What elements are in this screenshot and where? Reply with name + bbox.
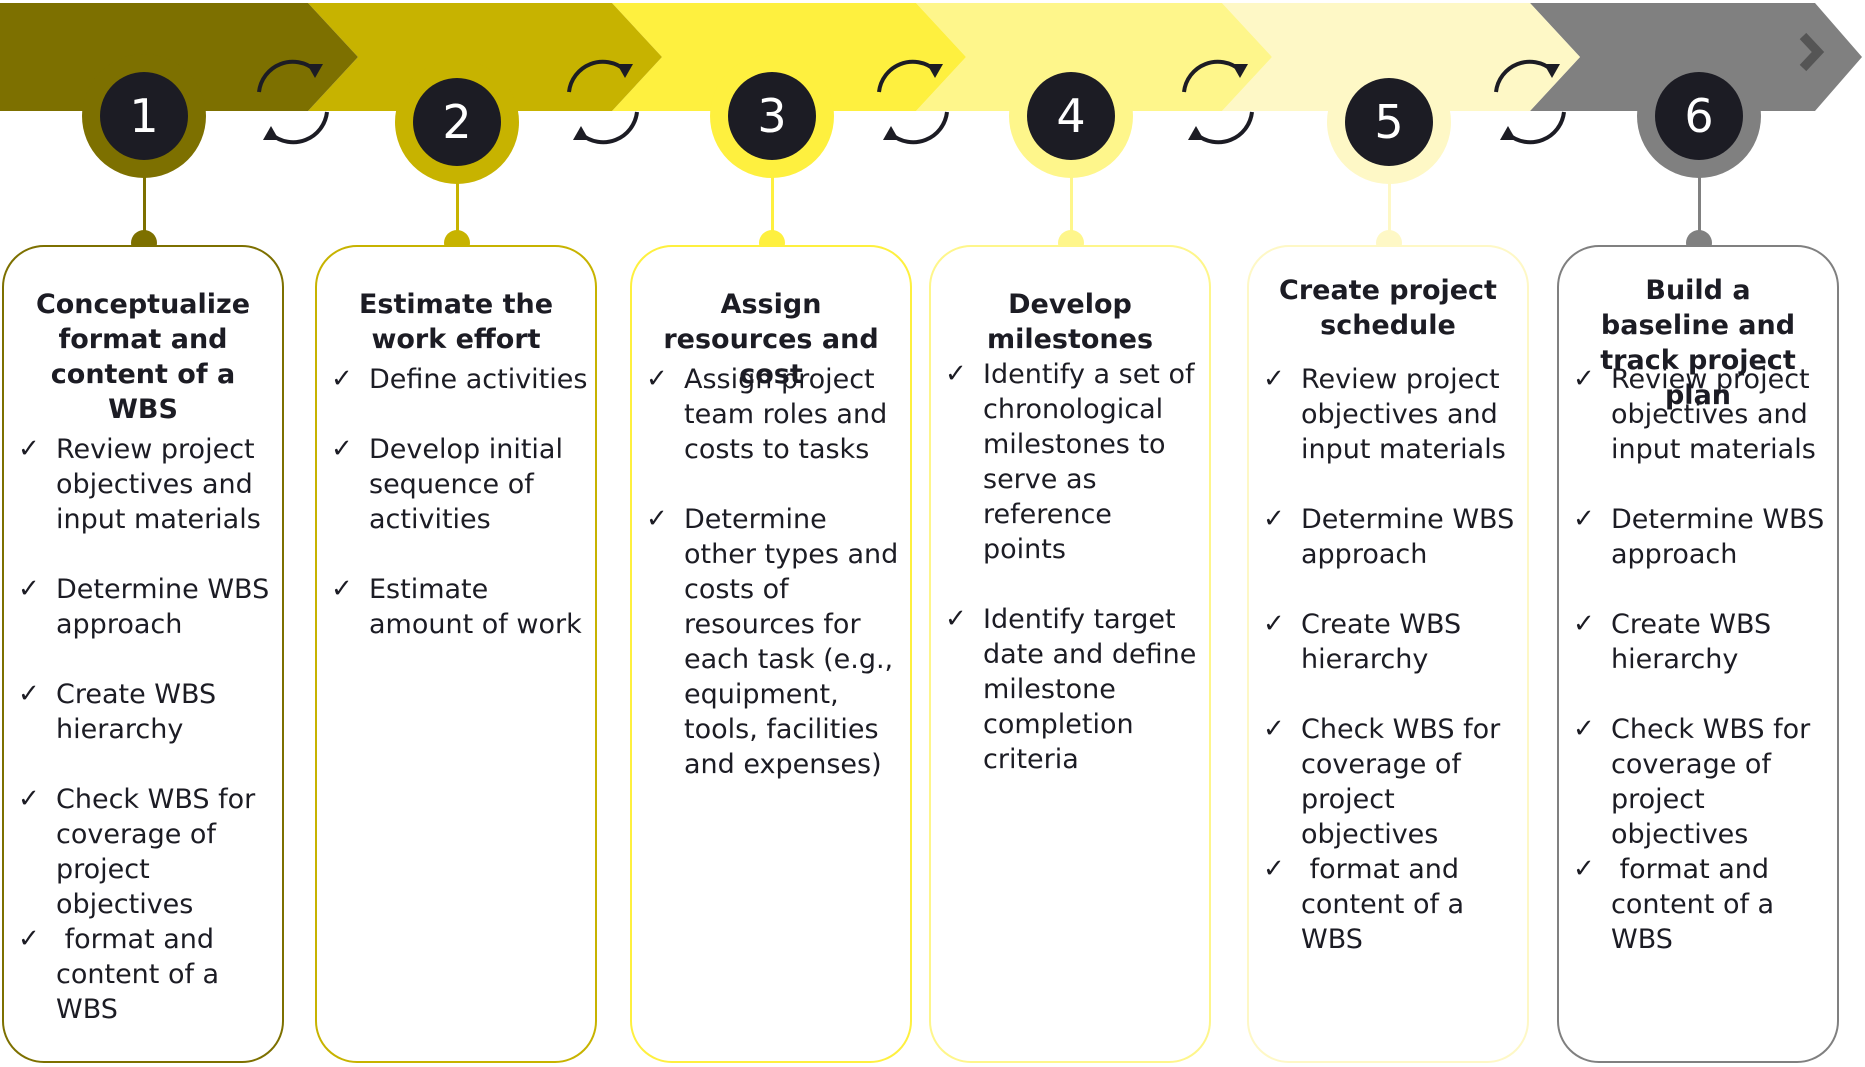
step-1: 1 Conceptualize format and content of a … bbox=[0, 0, 288, 1067]
list-item: ✓Define activities bbox=[331, 364, 588, 395]
list-item: ✓Create WBS hierarchy bbox=[1573, 609, 1772, 675]
step-card: Build a baseline and track project plan … bbox=[1557, 245, 1839, 1063]
step-ring: 2 bbox=[395, 60, 519, 184]
step-number: 6 bbox=[1655, 72, 1743, 160]
step-ring: 4 bbox=[1009, 54, 1133, 178]
list-item: ✓Develop initial sequence of activities bbox=[331, 434, 563, 535]
check-icon: ✓ bbox=[18, 574, 40, 604]
cycle-arrows-icon bbox=[877, 59, 949, 145]
banner-segment-5 bbox=[1222, 3, 1580, 111]
step-5: 5 Create project schedule ✓Review projec… bbox=[1245, 0, 1533, 1067]
check-icon: ✓ bbox=[945, 604, 967, 634]
cycle-arrows-icon bbox=[1182, 59, 1254, 145]
check-icon: ✓ bbox=[1573, 714, 1595, 744]
step-items: ✓Identify a set of chronological milesto… bbox=[943, 357, 1203, 812]
step-ring: 6 bbox=[1637, 54, 1761, 178]
check-icon: ✓ bbox=[945, 359, 967, 389]
list-item: ✓Determine other types and costs of reso… bbox=[646, 504, 899, 780]
list-item: ✓Create WBS hierarchy bbox=[1263, 609, 1462, 675]
check-icon: ✓ bbox=[1573, 504, 1595, 534]
step-card: Conceptualize format and content of a WB… bbox=[2, 245, 284, 1063]
step-ring: 1 bbox=[82, 54, 206, 178]
check-icon: ✓ bbox=[646, 504, 668, 534]
step-items: ✓Review project objectives and input mat… bbox=[1261, 362, 1521, 992]
list-item: ✓Estimate amount of work bbox=[331, 574, 582, 640]
check-icon: ✓ bbox=[646, 364, 668, 394]
list-item: ✓Check WBS for coverage of project objec… bbox=[1573, 714, 1811, 850]
list-item: ✓Review project objectives and input mat… bbox=[18, 434, 261, 535]
list-item: ✓Review project objectives and input mat… bbox=[1263, 364, 1506, 465]
list-item: ✓Check WBS for coverage of project objec… bbox=[18, 784, 256, 920]
list-item: ✓Determine WBS approach bbox=[1263, 504, 1515, 570]
step-ring: 3 bbox=[710, 54, 834, 178]
connector-line bbox=[1388, 170, 1391, 242]
check-icon: ✓ bbox=[1573, 854, 1595, 884]
banner-segment-2 bbox=[308, 3, 662, 111]
step-4: 4 Develop milestones ✓Identify a set of … bbox=[927, 0, 1215, 1067]
check-icon: ✓ bbox=[1573, 609, 1595, 639]
step-number: 2 bbox=[413, 78, 501, 166]
step-number: 5 bbox=[1345, 78, 1433, 166]
cycle-arrows-icon bbox=[567, 59, 639, 145]
step-items: ✓Review project objectives and input mat… bbox=[1571, 362, 1831, 992]
step-title: Develop milestones bbox=[986, 289, 1154, 355]
check-icon: ✓ bbox=[331, 574, 353, 604]
connector-line bbox=[143, 170, 146, 242]
list-item: ✓ format and content of a WBS bbox=[1263, 854, 1473, 955]
check-icon: ✓ bbox=[1263, 609, 1285, 639]
list-item: ✓Identify a set of chronological milesto… bbox=[945, 359, 1195, 565]
check-icon: ✓ bbox=[18, 784, 40, 814]
step-items: ✓Review project objectives and input mat… bbox=[16, 432, 276, 1062]
check-icon: ✓ bbox=[1263, 854, 1285, 884]
step-card: Assign resources and cost ✓Assign projec… bbox=[630, 245, 912, 1063]
cycle-arrows-icon bbox=[1494, 59, 1566, 145]
step-title: Assign resources and cost bbox=[663, 289, 879, 390]
connector-line bbox=[456, 170, 459, 242]
connector-line bbox=[1698, 170, 1701, 242]
step-card: Create project schedule ✓Review project … bbox=[1247, 245, 1529, 1063]
step-items: ✓Assign project team roles and costs to … bbox=[644, 362, 904, 817]
banner-segment-4 bbox=[916, 3, 1272, 111]
check-icon: ✓ bbox=[1263, 504, 1285, 534]
connector-line bbox=[1070, 170, 1073, 242]
list-item: ✓Create WBS hierarchy bbox=[18, 679, 217, 745]
list-item: ✓Determine WBS approach bbox=[1573, 504, 1825, 570]
list-item: ✓Assign project team roles and costs to … bbox=[646, 364, 888, 465]
list-item: ✓ format and content of a WBS bbox=[18, 924, 228, 1025]
list-item: ✓Identify target date and define milesto… bbox=[945, 604, 1197, 775]
step-title: Estimate the work effort bbox=[358, 289, 554, 355]
check-icon: ✓ bbox=[18, 679, 40, 709]
step-title: Conceptualize format and content of a WB… bbox=[35, 289, 251, 425]
connector-line bbox=[771, 170, 774, 242]
check-icon: ✓ bbox=[1263, 714, 1285, 744]
list-item: ✓Review project objectives and input mat… bbox=[1573, 364, 1816, 465]
step-title: Create project schedule bbox=[1279, 275, 1497, 341]
list-item: ✓Check WBS for coverage of project objec… bbox=[1263, 714, 1501, 850]
step-3: 3 Assign resources and cost ✓Assign proj… bbox=[628, 0, 916, 1067]
step-2: 2 Estimate the work effort ✓Define activ… bbox=[313, 0, 601, 1067]
step-number: 1 bbox=[100, 72, 188, 160]
step-card: Estimate the work effort ✓Define activit… bbox=[315, 245, 597, 1063]
step-ring: 5 bbox=[1327, 60, 1451, 184]
list-item: ✓Determine WBS approach bbox=[18, 574, 270, 640]
step-title: Build a baseline and track project plan bbox=[1600, 275, 1796, 411]
cycle-arrows-icon bbox=[257, 59, 329, 145]
check-icon: ✓ bbox=[331, 434, 353, 464]
check-icon: ✓ bbox=[18, 434, 40, 464]
step-items: ✓Define activities ✓Develop initial sequ… bbox=[329, 362, 589, 677]
list-item: ✓ format and content of a WBS bbox=[1573, 854, 1783, 955]
step-6: 6 Build a baseline and track project pla… bbox=[1555, 0, 1843, 1067]
step-card: Develop milestones ✓Identify a set of ch… bbox=[929, 245, 1211, 1063]
step-number: 4 bbox=[1027, 72, 1115, 160]
check-icon: ✓ bbox=[18, 924, 40, 954]
chevron-right-icon bbox=[1799, 32, 1825, 72]
check-icon: ✓ bbox=[1573, 364, 1595, 394]
step-number: 3 bbox=[728, 72, 816, 160]
check-icon: ✓ bbox=[1263, 364, 1285, 394]
check-icon: ✓ bbox=[331, 364, 353, 394]
